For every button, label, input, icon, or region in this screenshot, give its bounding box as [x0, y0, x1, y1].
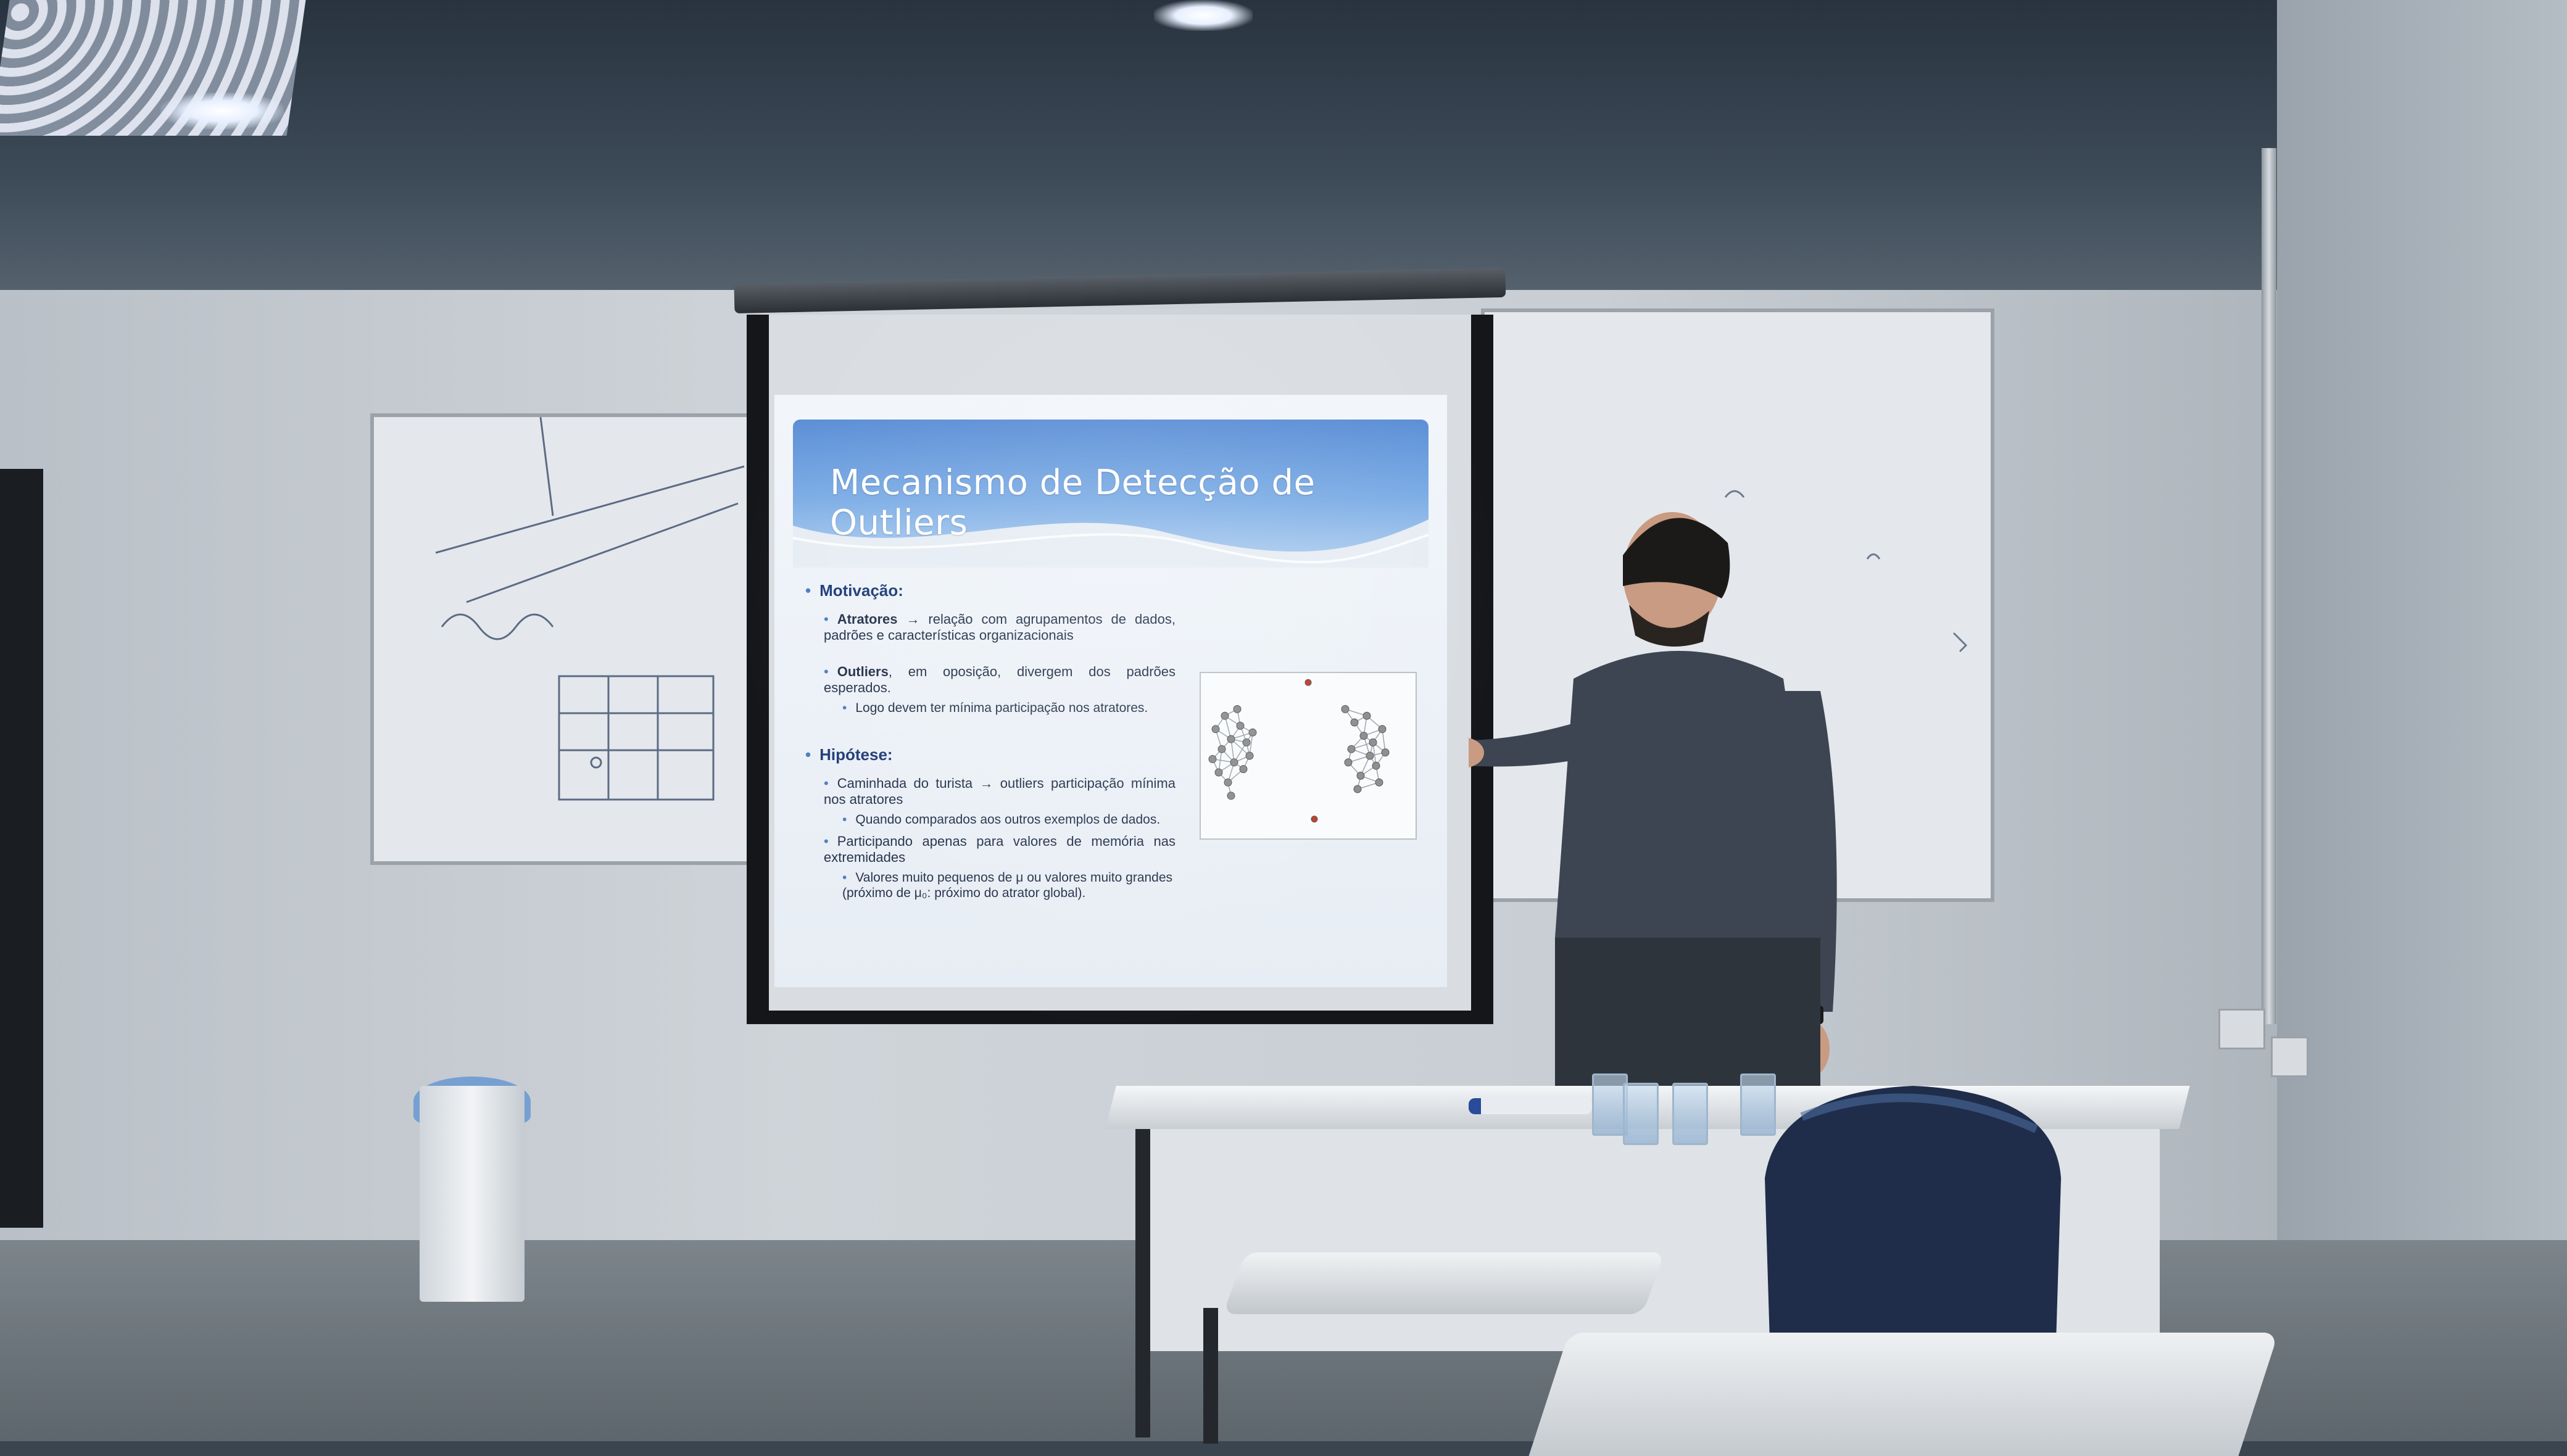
motivacao-heading: •Motivação: [805, 581, 903, 600]
wall-outlet [2271, 1036, 2308, 1077]
cluster-point [1378, 725, 1387, 734]
cluster-point [1381, 748, 1390, 757]
glass-cup [1740, 1073, 1776, 1136]
cluster-point [1221, 711, 1229, 720]
ceiling-light-center [1154, 0, 1253, 31]
desk-leg [1203, 1308, 1218, 1444]
foreground-desk [1528, 1333, 2279, 1456]
cluster-point [1239, 765, 1248, 774]
hipotese-subitem-1: •Quando comparados aos outros exemplos d… [842, 812, 1161, 827]
cluster-point [1227, 792, 1235, 800]
presenter-right-arm [1783, 691, 1837, 1012]
trash-bin [420, 1086, 525, 1302]
cluster-point [1217, 745, 1226, 753]
presentation-slide: Mecanismo de Detecção de Outliers •Motiv… [774, 395, 1447, 987]
bullet-icon: • [805, 581, 811, 600]
cluster-point [1362, 711, 1371, 720]
marker-pen-icon [1469, 1098, 1592, 1114]
cluster-point [1366, 751, 1374, 760]
cluster-point [1236, 721, 1245, 730]
cluster-point [1230, 758, 1238, 767]
outliers-item: •Outliers, em oposição, divergem dos pad… [824, 663, 1176, 696]
cluster-point [1372, 761, 1380, 770]
outlier-point [1311, 816, 1318, 823]
cluster-point [1233, 705, 1242, 713]
cluster-point [1350, 718, 1359, 727]
atratores-item: •Atratores → relação com agrupamentos de… [824, 611, 1176, 643]
scatter-points [1208, 679, 1390, 823]
plot-frame [1200, 672, 1417, 840]
doorway [0, 469, 43, 1228]
bullet-icon: • [842, 812, 847, 827]
glass-cup [1672, 1083, 1708, 1145]
bullet-icon: • [824, 611, 829, 627]
hipotese-subitem-2: •Valores muito pequenos de μ ou valores … [842, 870, 1173, 900]
ceiling-light-left [160, 93, 284, 130]
cluster-point [1208, 755, 1217, 763]
glass-cup [1592, 1073, 1628, 1136]
outlier-scatter-plot [1200, 672, 1417, 840]
chair-back [1765, 1086, 2061, 1394]
cluster-point [1227, 735, 1235, 743]
hipotese-item-1: •Caminhada do turista → outliers partici… [824, 775, 1176, 808]
wall-pipe [2262, 148, 2276, 1024]
presenter-shirt [1555, 651, 1820, 938]
header-wave [793, 519, 1429, 568]
whiteboard-scribbles [435, 417, 745, 801]
wall-outlet [2218, 1009, 2265, 1049]
hipotese-item-2: •Participando apenas para valores de mem… [824, 833, 1176, 866]
cluster-link [1224, 716, 1232, 740]
whiteboard-right-marks [1724, 490, 1968, 653]
cluster-point [1341, 705, 1350, 713]
presenter-arm [1469, 716, 1611, 767]
chair-writing-arm [1222, 1252, 1665, 1314]
cluster-point [1353, 785, 1362, 793]
glass-cup [1623, 1083, 1659, 1145]
cluster-point [1211, 725, 1220, 734]
chair [1765, 1086, 2061, 1394]
bullet-icon: • [824, 775, 829, 791]
cluster-point [1245, 751, 1254, 760]
cluster-point [1369, 738, 1377, 747]
bullet-icon: • [805, 745, 811, 764]
presenter-hand [1469, 738, 1484, 767]
bullet-icon: • [824, 833, 829, 849]
side-wall [2277, 0, 2567, 1441]
bullet-icon: • [824, 663, 829, 679]
cluster-point [1242, 738, 1251, 747]
desk-leg [1135, 1129, 1150, 1437]
bullet-icon: • [842, 700, 847, 715]
cluster-point [1359, 732, 1368, 740]
cluster-point [1224, 778, 1232, 787]
presenter-figure [1469, 512, 1837, 1123]
whiteboard-left [370, 413, 760, 865]
presenter-beard [1629, 605, 1709, 647]
cluster-point [1248, 728, 1257, 737]
cluster-link [1230, 738, 1250, 756]
slide-title: Mecanismo de Detecção de Outliers [830, 463, 1316, 543]
cluster-point [1356, 771, 1365, 780]
presenter-hair [1623, 518, 1730, 598]
presenter [1469, 512, 1837, 1123]
slide-body: •Motivação: •Atratores → relação com agr… [805, 574, 1176, 907]
hipotese-heading: •Hipótese: [805, 745, 893, 764]
slide-header: Mecanismo de Detecção de Outliers [793, 420, 1429, 568]
outlier-point [1304, 679, 1312, 686]
cluster-point [1344, 758, 1353, 767]
bullet-icon: • [842, 870, 847, 885]
outliers-subitem: •Logo devem ter mínima participação nos … [842, 700, 1148, 715]
cluster-point [1214, 768, 1223, 777]
cluster-point [1347, 745, 1356, 753]
chair-highlight [1800, 1093, 2038, 1133]
ceiling [0, 0, 2567, 296]
cluster-point [1375, 778, 1383, 787]
